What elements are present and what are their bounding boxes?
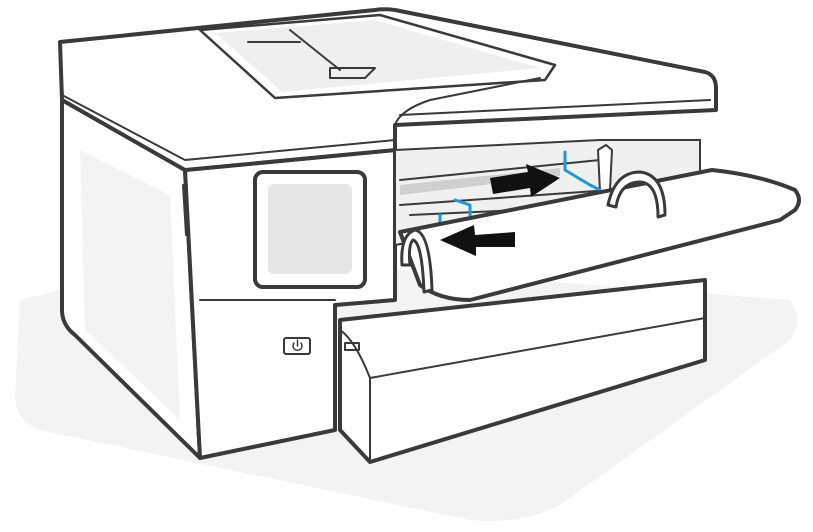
arrow-right-icon [490, 164, 560, 197]
lid-edge [61, 94, 396, 161]
jam-highlight-right [563, 150, 602, 192]
adf-paper-guides [247, 29, 376, 79]
right-latch[interactable] [597, 144, 613, 193]
drawer-top-edge [369, 317, 706, 379]
side-panel-shading [80, 150, 180, 420]
door-arm-left [400, 228, 434, 294]
door-arm-right [606, 170, 667, 219]
panel-hinge [182, 184, 187, 236]
open-access-door[interactable] [398, 168, 801, 302]
power-button[interactable] [283, 337, 311, 355]
lid-front-edge [399, 99, 711, 116]
adf-output [394, 77, 541, 126]
paper-drawer[interactable] [338, 278, 707, 464]
drawer-corner [339, 329, 371, 379]
drawer-indicator [344, 342, 360, 351]
power-icon [292, 339, 303, 352]
arrow-left-icon [440, 225, 515, 256]
touchscreen[interactable] [268, 184, 352, 274]
